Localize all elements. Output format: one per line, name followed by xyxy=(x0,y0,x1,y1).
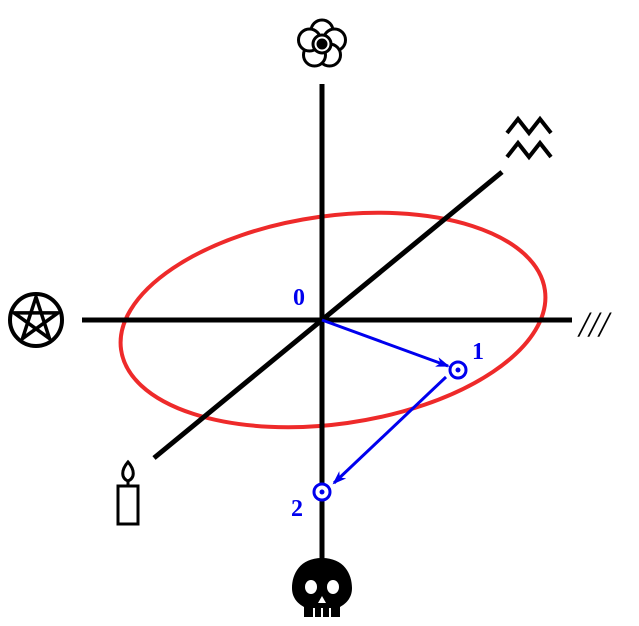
point-marker-1 xyxy=(448,360,468,380)
aquarius-icon xyxy=(505,115,553,161)
flower-icon xyxy=(297,18,347,68)
point-label-1: 1 xyxy=(472,339,484,365)
pentagram-icon xyxy=(8,292,64,348)
point-marker-2 xyxy=(312,482,332,502)
candle-icon xyxy=(116,459,140,526)
orbit-ellipse xyxy=(118,210,548,430)
right-axis-label: /// xyxy=(577,304,612,344)
point-label-2: 2 xyxy=(291,496,303,522)
diagonal-axis xyxy=(152,170,504,460)
point-label-0: 0 xyxy=(293,285,305,311)
vector-1-to-2 xyxy=(332,375,448,485)
vector-0-to-1 xyxy=(321,318,450,368)
skull-icon xyxy=(292,558,352,617)
